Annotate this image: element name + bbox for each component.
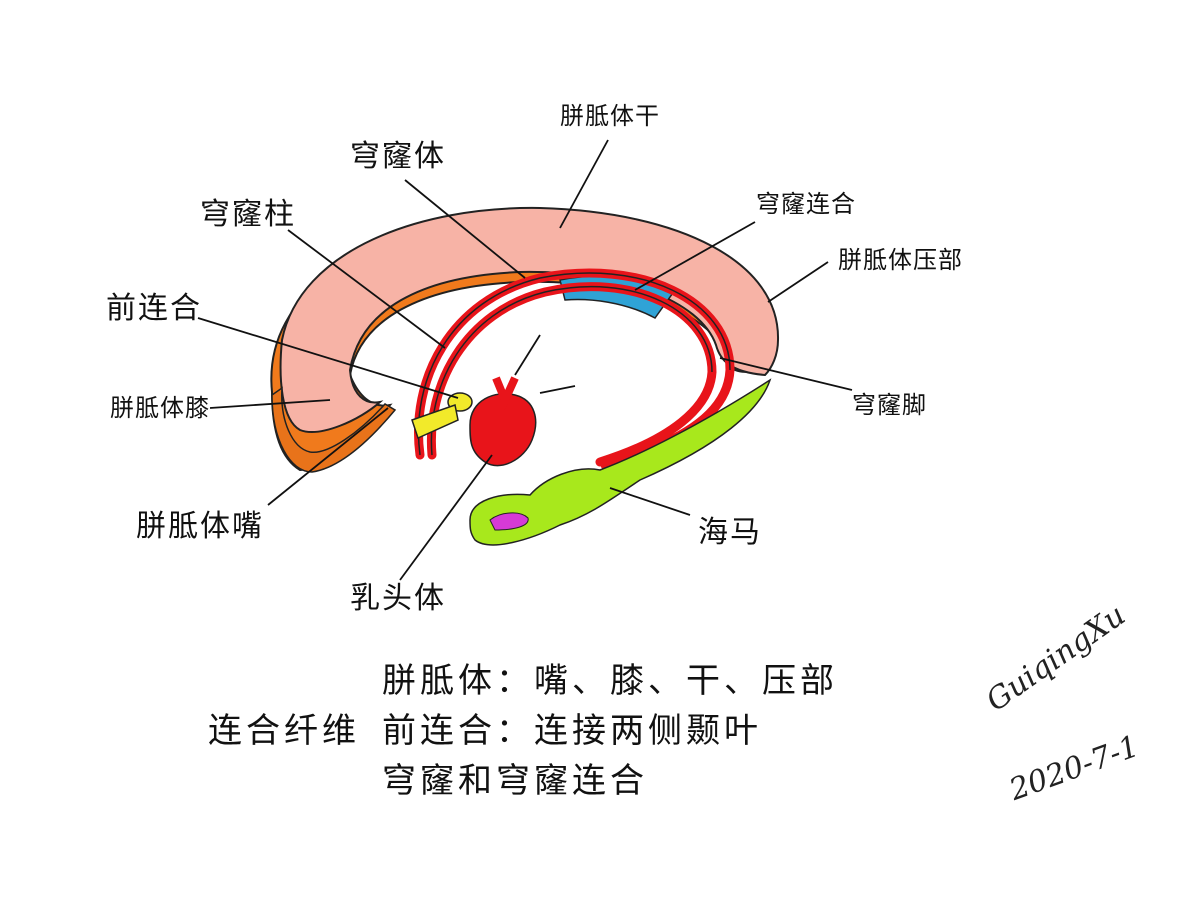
leader-lines — [197, 139, 853, 581]
corpus-callosum-outer-band — [279, 206, 780, 433]
leader-hippocampus — [609, 487, 691, 516]
leader-fornix-body — [404, 179, 526, 279]
summary-line-corpus-callosum: 胼胝体：嘴、膝、干、压部 — [382, 661, 838, 701]
label-corpus-callosum-splenium: 胼胝体压部 — [838, 246, 963, 274]
leader-mammillary — [399, 454, 493, 581]
summary-line-fornix: 穹窿和穹窿连合 — [382, 761, 648, 801]
mammillary-stalk — [492, 376, 519, 411]
label-fornix-body: 穹窿体 — [350, 139, 446, 174]
leader-extra-2 — [539, 385, 576, 394]
leader-rostrum — [267, 407, 389, 506]
label-corpus-callosum-genu: 胼胝体膝 — [110, 394, 210, 422]
anterior-commissure-bar — [411, 404, 459, 440]
leader-crus — [719, 357, 853, 391]
label-mammillary-body: 乳头体 — [350, 581, 446, 616]
mammillary-body-shape — [469, 393, 537, 467]
leader-fornix-column — [287, 229, 446, 349]
summary-line-anterior-commissure: 前连合：连接两侧颞叶 — [382, 711, 762, 751]
leader-fornix-commissure — [634, 221, 756, 291]
fornix-arc-edge — [417, 272, 731, 456]
leader-splenium — [767, 261, 829, 303]
label-corpus-callosum-rostrum: 胼胝体嘴 — [136, 509, 264, 544]
label-fornix-column: 穹窿柱 — [200, 197, 296, 232]
hippocampus-tail — [489, 512, 529, 531]
label-fornix-commissure: 穹窿连合 — [756, 190, 856, 218]
leader-extra-1 — [514, 334, 541, 376]
corpus-callosum-genu-rim — [271, 386, 397, 473]
fornix-arc-edge2 — [430, 285, 713, 456]
leader-anterior-commissure — [197, 317, 459, 399]
summary-heading: 连合纤维 — [208, 711, 360, 751]
label-hippocampus: 海马 — [698, 515, 762, 550]
hippocampus-body — [469, 378, 772, 546]
leader-genu — [209, 399, 331, 409]
label-corpus-callosum-trunk: 胼胝体干 — [560, 102, 660, 130]
label-fornix-crus: 穹窿脚 — [852, 391, 927, 419]
leader-trunk — [559, 139, 609, 229]
label-anterior-commissure: 前连合 — [106, 291, 202, 326]
